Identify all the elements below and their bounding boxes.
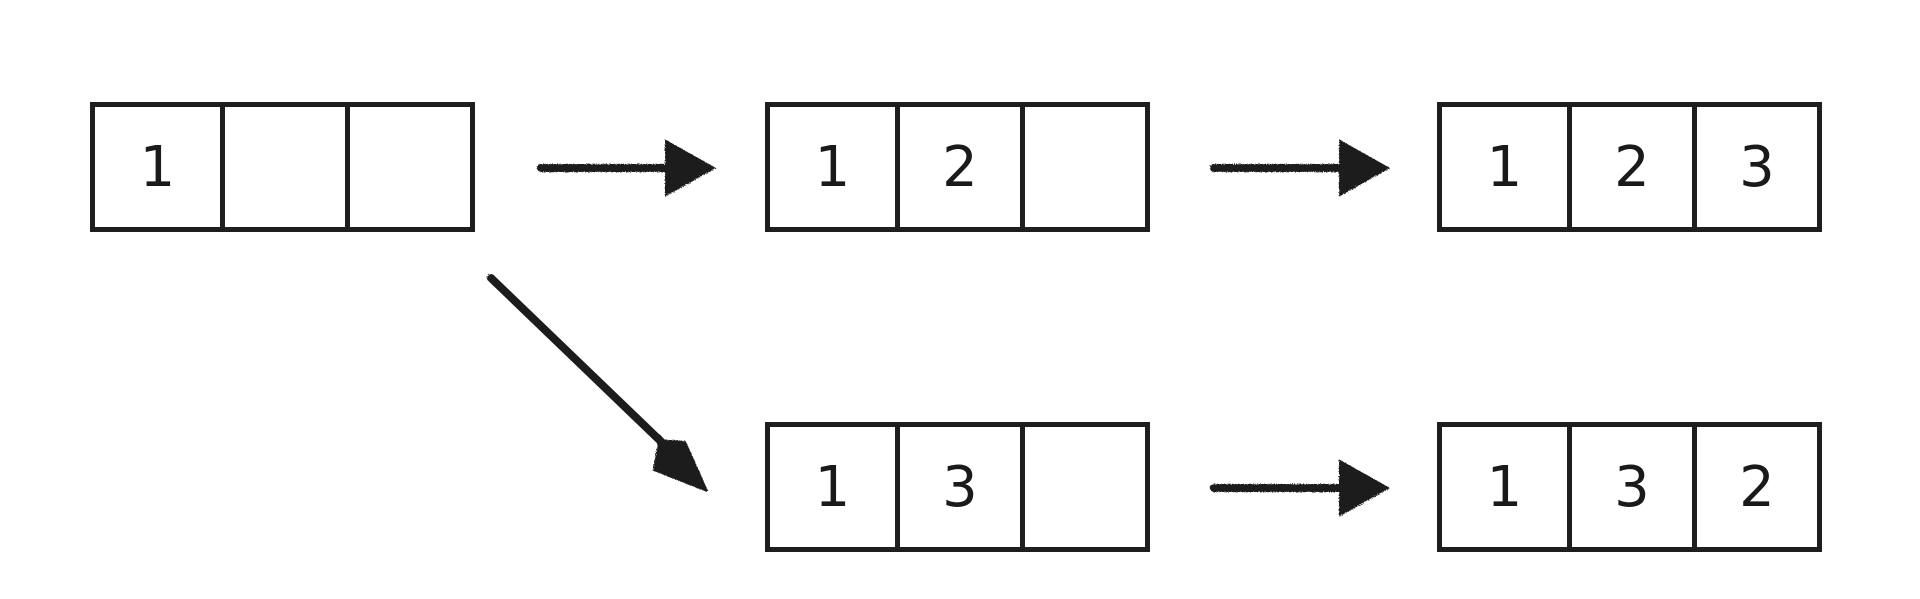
arrow-step-1-3-to-step-1-3-2	[1210, 459, 1391, 517]
array-cell: 2	[1567, 107, 1692, 227]
array-cell: 1	[1486, 134, 1523, 200]
array-step-1-2-3: 1 2 3	[1437, 102, 1822, 232]
array-cell	[220, 107, 345, 227]
array-step-1-3: 1 3	[765, 422, 1150, 552]
array-cell: 1	[814, 454, 851, 520]
array-cell: 3	[1692, 107, 1817, 227]
array-cell: 3	[895, 427, 1020, 547]
array-cell	[1020, 427, 1145, 547]
array-step-1-2: 1 2	[765, 102, 1150, 232]
arrow-step-1-2-to-step-1-2-3	[1210, 139, 1391, 197]
array-cell: 2	[895, 107, 1020, 227]
array-cell: 2	[1692, 427, 1817, 547]
array-start: 1	[90, 102, 475, 232]
array-cell	[345, 107, 470, 227]
array-cell	[1020, 107, 1145, 227]
arrow-start-to-step-1-3	[487, 274, 708, 492]
array-cell: 1	[1486, 454, 1523, 520]
arrow-start-to-step-1-2	[537, 139, 717, 197]
array-cell: 3	[1567, 427, 1692, 547]
array-step-1-3-2: 1 3 2	[1437, 422, 1822, 552]
array-cell: 1	[814, 134, 851, 200]
array-cell: 1	[139, 134, 176, 200]
